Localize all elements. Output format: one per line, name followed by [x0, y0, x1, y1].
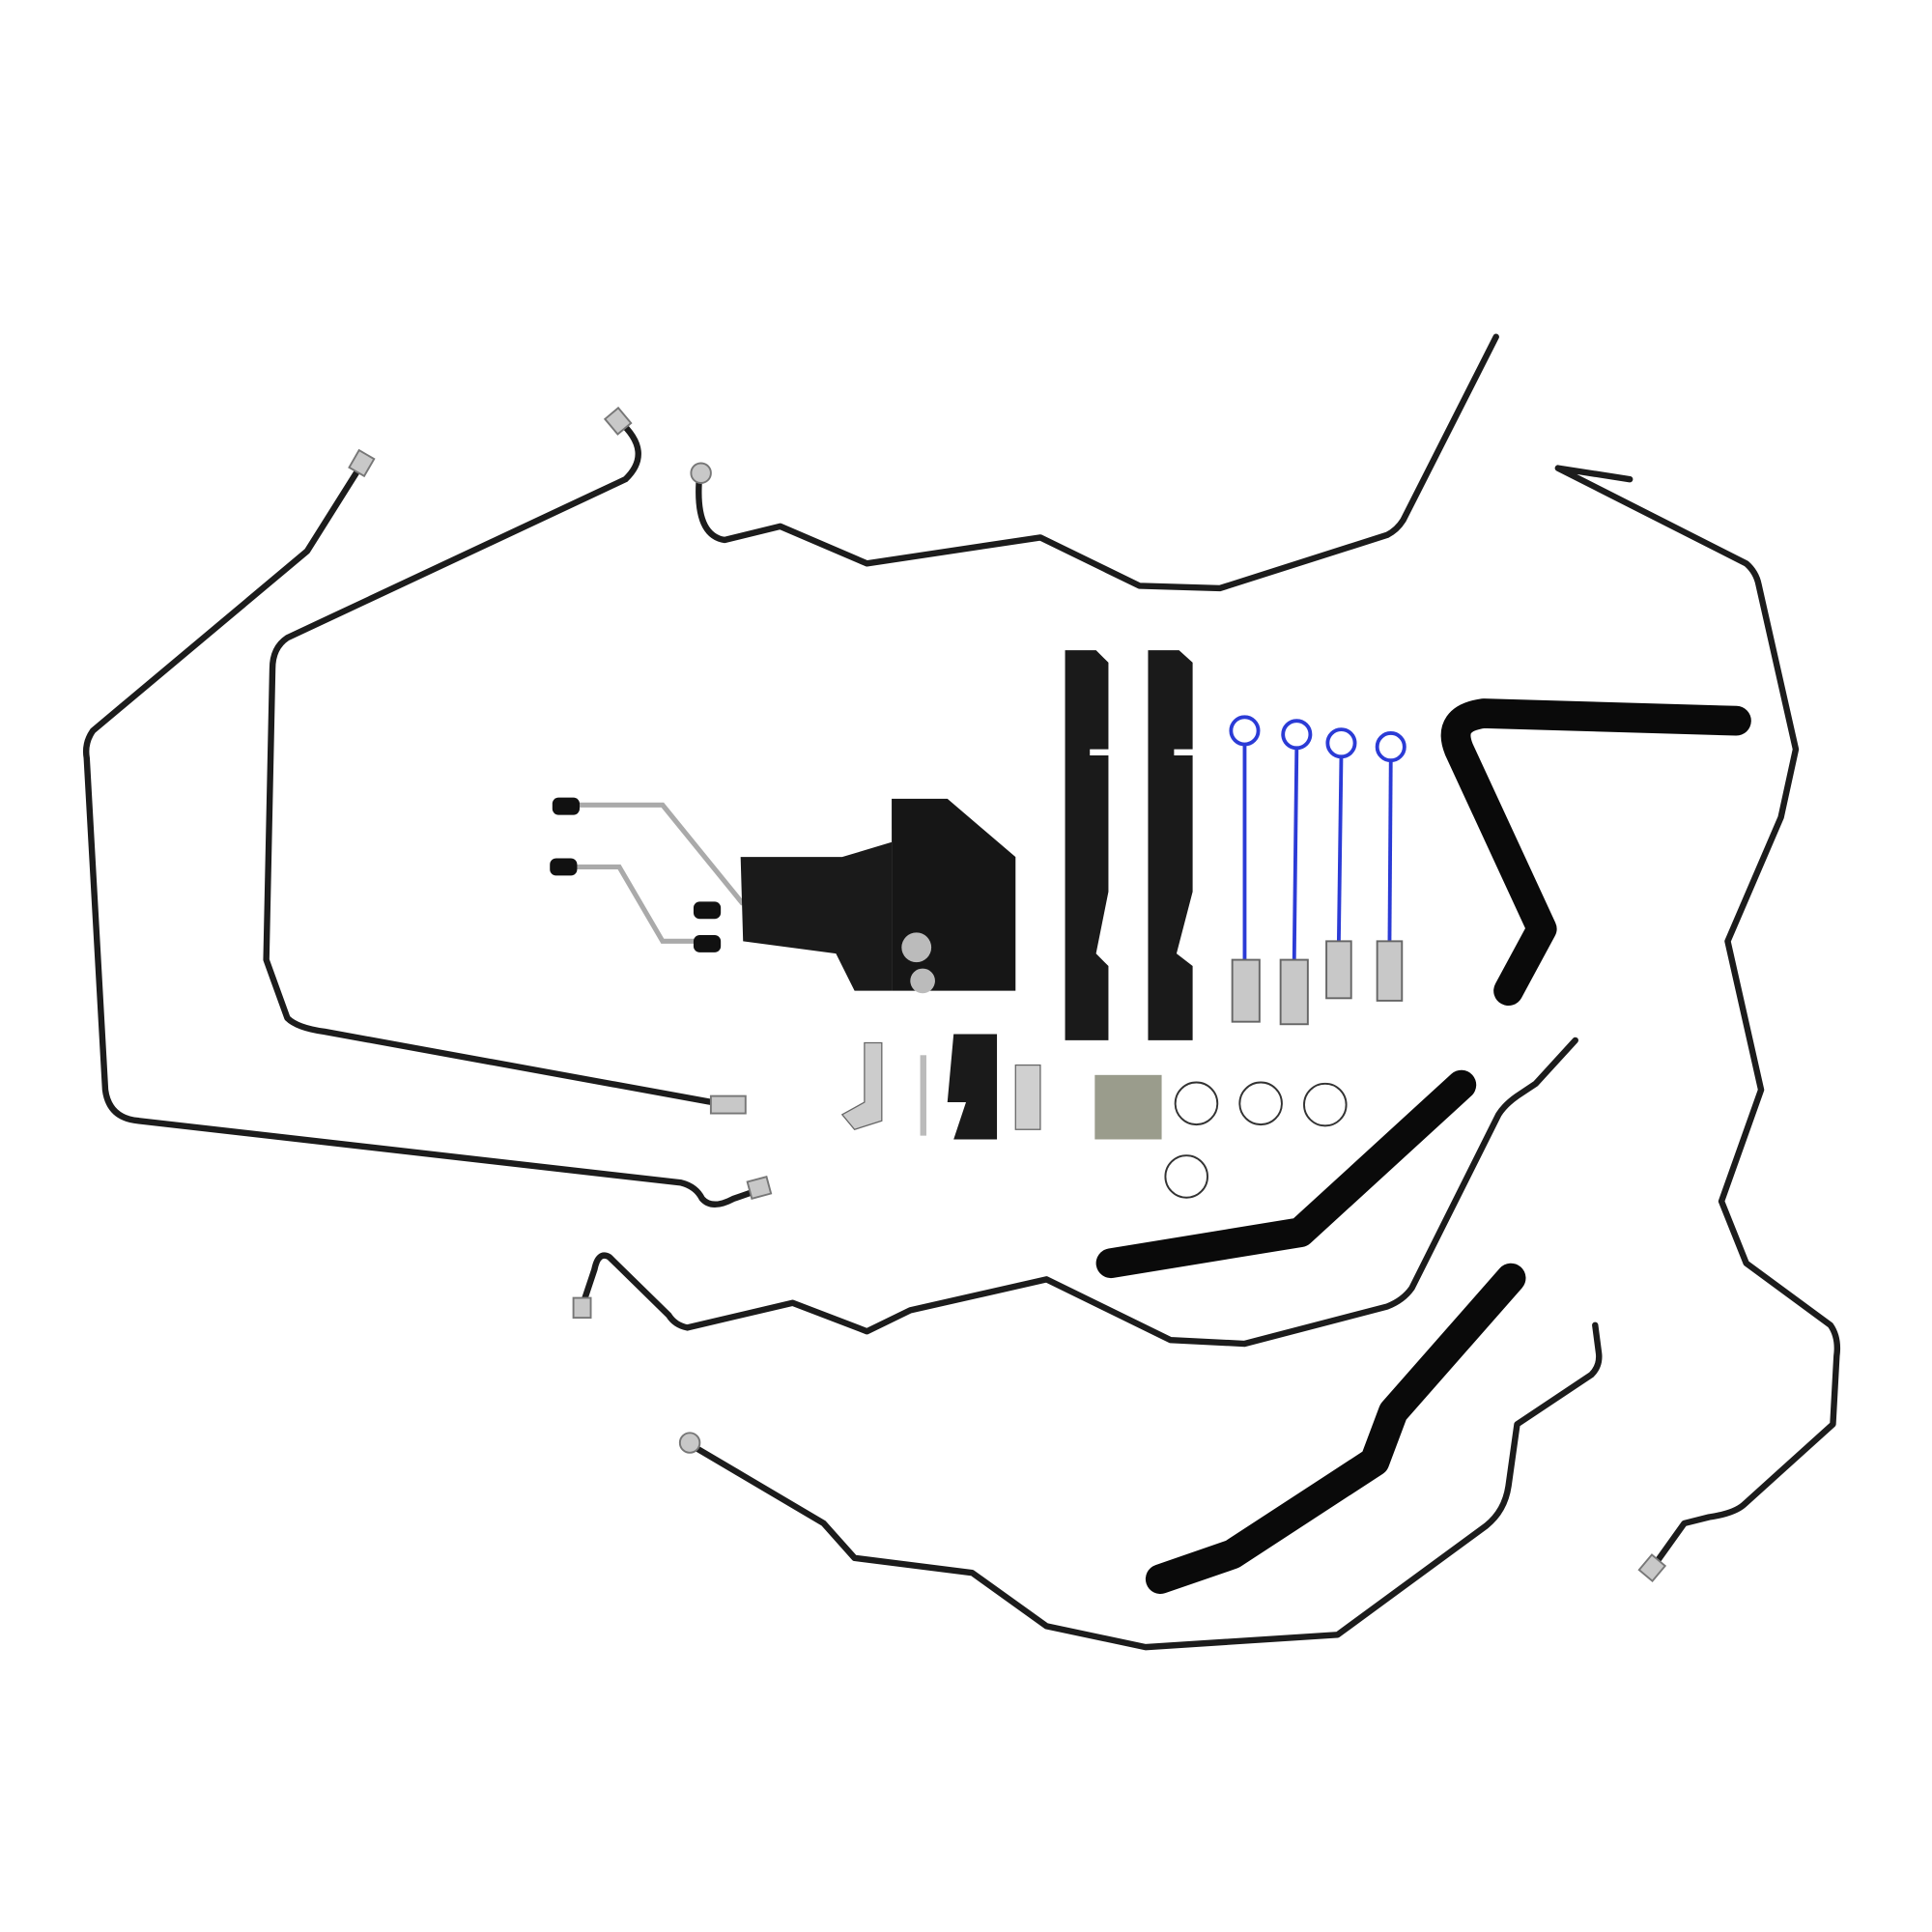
- tether-ring: [1325, 727, 1357, 759]
- bracket-right: [1148, 650, 1193, 1040]
- fitting-nut: [603, 406, 633, 436]
- tether-strap: [1387, 760, 1393, 942]
- fitting-banjo: [678, 1432, 701, 1454]
- tether-ring: [1229, 715, 1261, 747]
- small-hardware: [840, 1034, 1162, 1140]
- hose-middle: [1095, 1069, 1477, 1279]
- hydraulic-tubes: [82, 333, 1841, 1651]
- bracket-left: [1065, 650, 1109, 1040]
- lever-knob: [693, 901, 722, 920]
- valve-port: [901, 932, 932, 963]
- tube-left-inner: [263, 417, 747, 1112]
- hose-bottom: [1145, 1263, 1526, 1595]
- o-ring: [1174, 1081, 1219, 1126]
- hydraulic-hoses: [1095, 698, 1751, 1595]
- quick-couplers: [1231, 940, 1404, 1026]
- lever-knob: [552, 797, 580, 815]
- lever-knob: [693, 934, 722, 952]
- valve-mount-plate: [740, 841, 893, 991]
- fitting-nut: [348, 448, 376, 478]
- tether-strap: [1292, 748, 1299, 960]
- tether-ring: [1281, 719, 1313, 751]
- valve-control-rods: [563, 802, 746, 944]
- o-ring: [1238, 1081, 1283, 1126]
- tube-middle: [579, 1037, 1578, 1348]
- hose-upper-right: [1440, 698, 1751, 1007]
- spacer-bracket: [947, 1034, 998, 1140]
- o-ring: [1303, 1082, 1348, 1127]
- valve-assembly: [550, 797, 1016, 994]
- tether-strap: [1336, 756, 1344, 942]
- valve-port: [910, 968, 935, 994]
- fitting-nut: [1637, 1553, 1667, 1583]
- o-ring: [1164, 1154, 1208, 1199]
- lever-knob: [550, 858, 578, 876]
- tube-right: [1554, 465, 1841, 1570]
- fitting-banjo: [690, 462, 712, 484]
- fitting-nut: [746, 1175, 773, 1200]
- dust-cap-tethers: [1229, 715, 1406, 960]
- mounting-brackets: [1065, 650, 1193, 1040]
- o-rings: [1164, 1081, 1348, 1199]
- quick-coupler: [1376, 940, 1404, 1002]
- valve-block: [892, 798, 1016, 991]
- tube-left-outer: [82, 461, 765, 1208]
- quick-coupler: [1325, 940, 1352, 1000]
- tube-top: [696, 333, 1499, 592]
- decal-plate: [1094, 1074, 1162, 1140]
- fitting-nut: [572, 1296, 592, 1320]
- tether-ring: [1375, 731, 1406, 763]
- tube-bottom: [684, 1321, 1603, 1651]
- fitting-nut: [709, 1094, 747, 1115]
- bolt: [920, 1055, 926, 1136]
- elbow-fitting: [840, 1041, 883, 1130]
- tube-end-fittings: [348, 406, 1667, 1583]
- spacer-plate: [1014, 1064, 1041, 1130]
- quick-coupler: [1231, 958, 1261, 1023]
- quick-coupler: [1279, 958, 1309, 1026]
